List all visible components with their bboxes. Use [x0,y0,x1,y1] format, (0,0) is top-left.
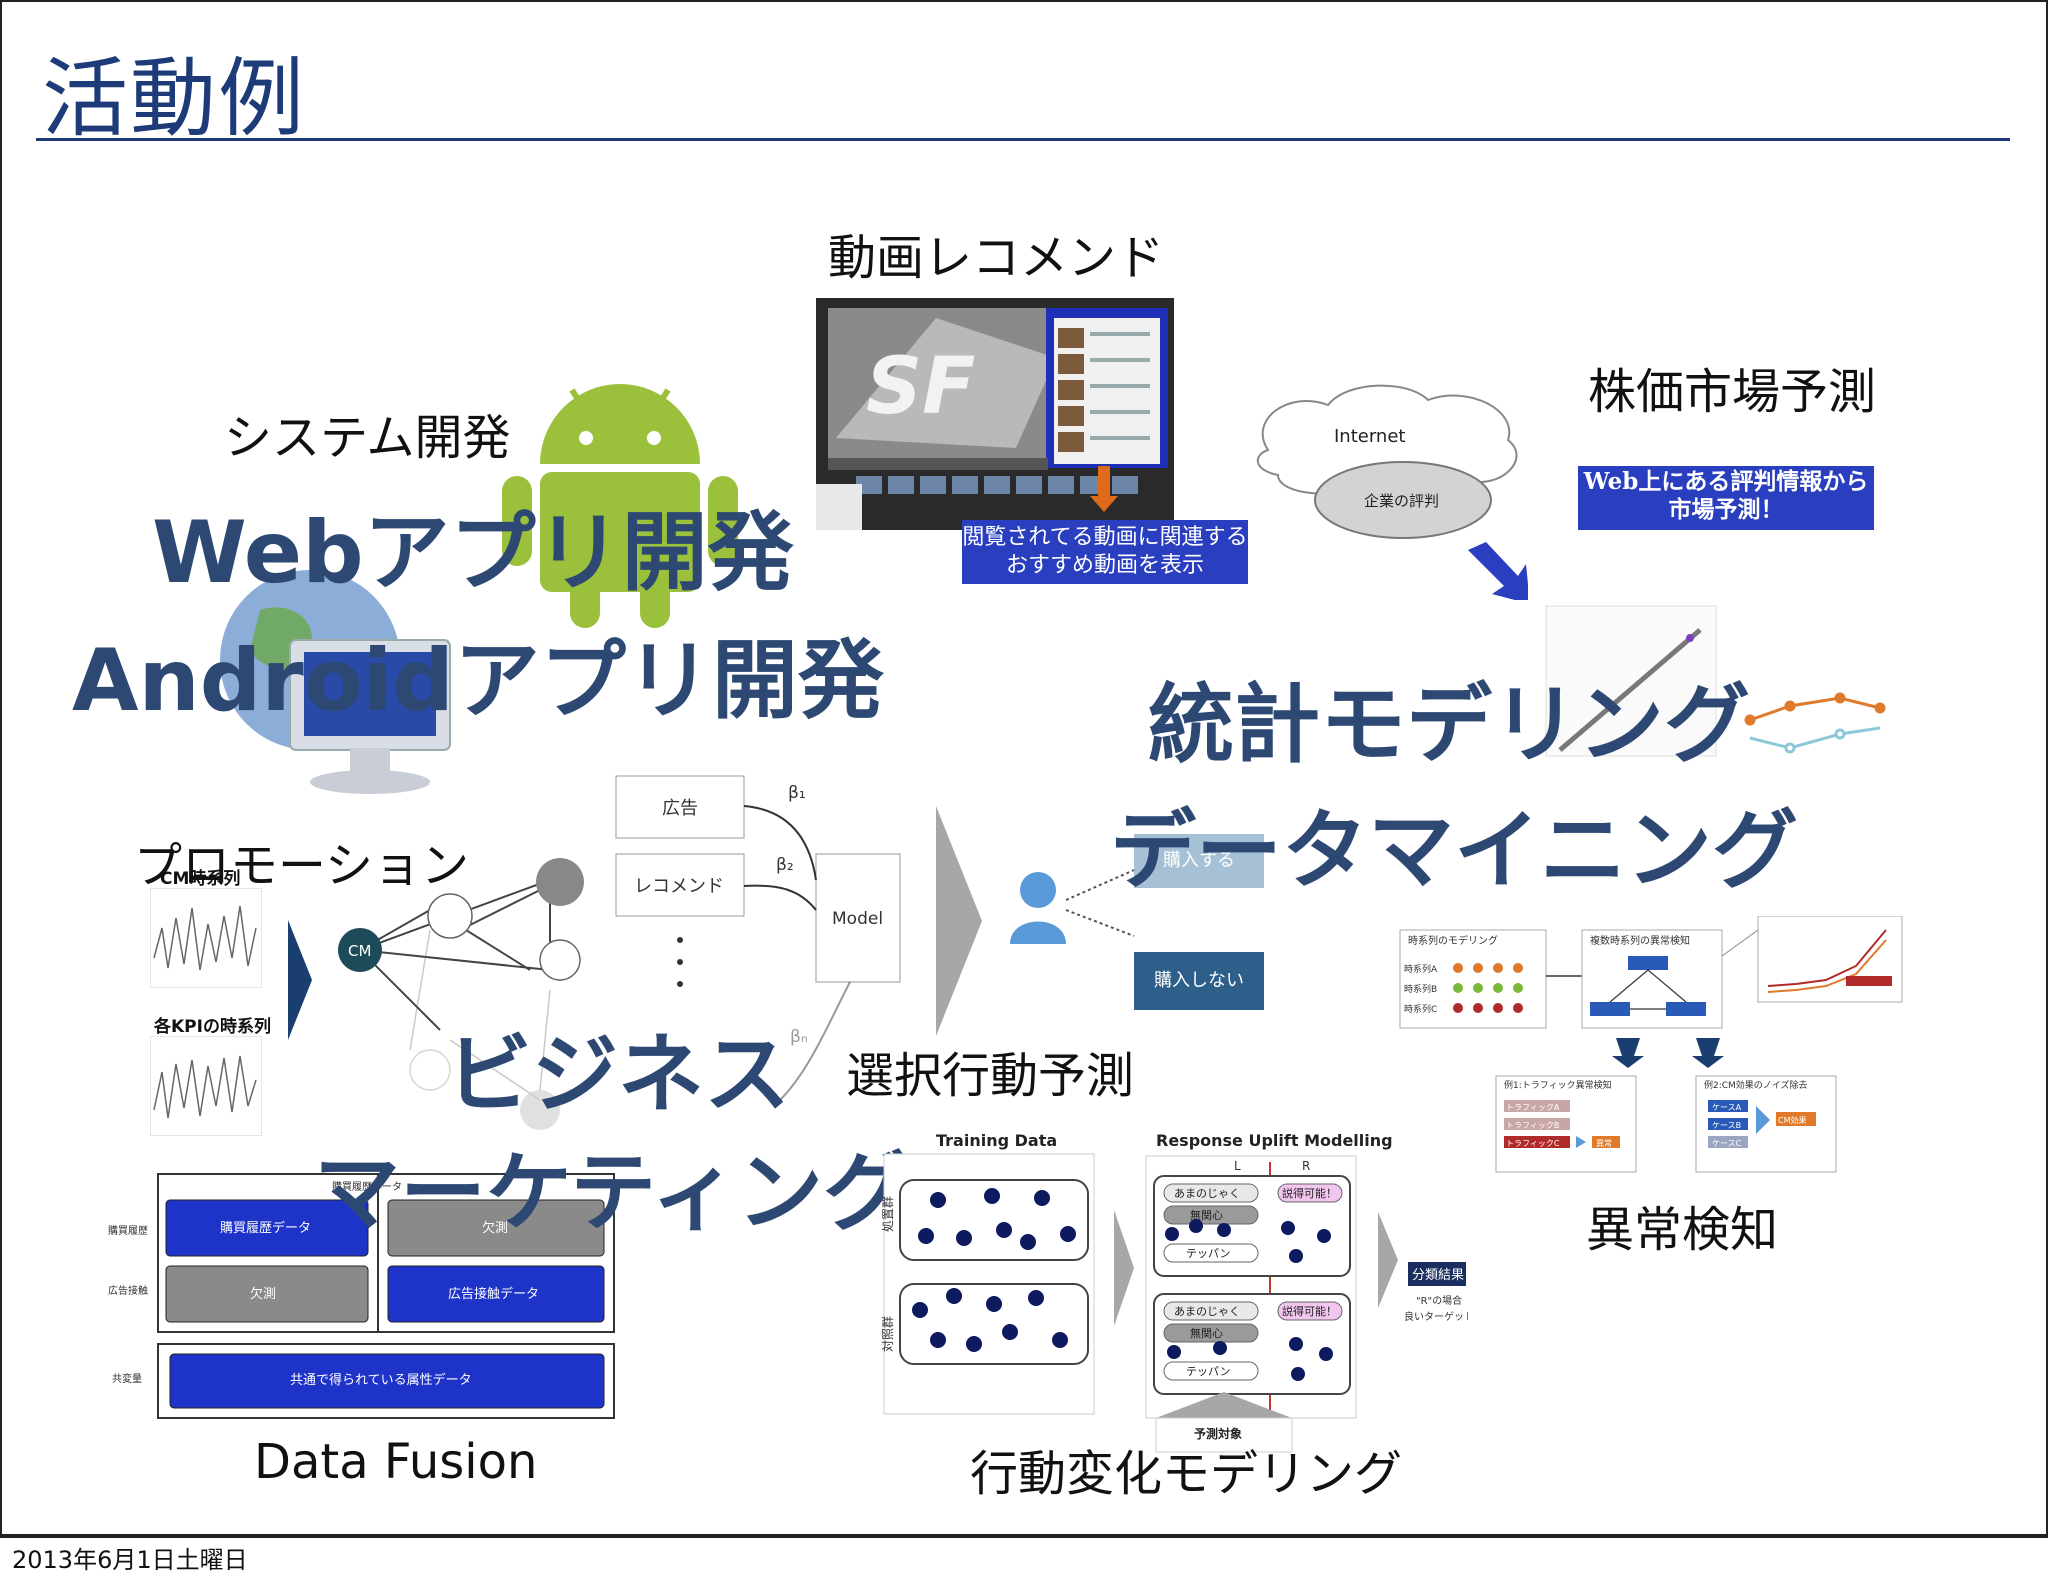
anomaly-case-b: ケースB [1712,1121,1741,1130]
stock-caption-box: Web上にある評判情報から 市場予測！ [1578,466,1874,530]
person-icon [1008,870,1068,946]
uplift-training-title: Training Data [936,1131,1057,1150]
anomaly-panel2-title: 複数時系列の異常検知 [1590,934,1690,947]
anomaly-cm-effect: CM効果 [1778,1115,1807,1125]
promotion-graph: CM 広告 レコメンド Model β₁ β₂ βₙ [330,770,910,1170]
stock-scatter-plot [1540,600,1890,770]
uplift-result-note1: "R"の場合 [1416,1294,1462,1307]
title-underline [36,138,2010,141]
anomaly-series-b: 時系列B [1404,983,1437,995]
ad-node-text: 広告 [662,798,698,819]
anomaly-traffic-c: トラフィックC [1506,1139,1560,1148]
fusion-missing-1: 欠測 [482,1220,508,1236]
slide-frame [0,0,2048,1536]
anomaly-ex1-title: 例1:トラフィック異常検知 [1504,1079,1612,1091]
stock-caption-line1: Web上にある評判情報から [1583,468,1869,495]
anomaly-traffic-a: トラフィックA [1506,1103,1560,1112]
uplift-persuadable-2: 説得可能！ [1282,1304,1337,1318]
uplift-indifferent-1: 無関心 [1190,1208,1223,1222]
video-thumb-text: SF [866,342,975,432]
fusion-ad-data: 広告接触データ [448,1286,539,1302]
uplift-col-l: L [1234,1159,1241,1173]
data-fusion-diagram: 購買履歴データ 購買履歴 広告接触 共変量 購買履歴データ 欠測 欠測 広告接触… [104,1170,624,1422]
beta2-text: β₂ [776,855,794,875]
slide-title: 活動例 [42,49,306,149]
cm-series-chart [150,888,262,988]
beta1-text: β₁ [788,783,806,803]
internet-text: Internet [1334,426,1405,447]
uplift-control-label: 対照群 [881,1316,895,1352]
anomaly-series-c: 時系列C [1404,1003,1437,1015]
fusion-row3-label: 共変量 [112,1372,142,1385]
fusion-header: 購買履歴データ [332,1180,402,1193]
video-caption-line2: おすすめ動画を表示 [1005,553,1204,578]
buy-box: 購入する [1134,834,1264,888]
anomaly-label: 異常検知 [1586,1202,1779,1258]
uplift-amanojaku-2: あまのじゃく [1174,1305,1240,1318]
marketing-heading: マーケティング [314,1143,910,1243]
fusion-row2-label: 広告接触 [108,1284,148,1297]
fusion-row1-label: 購買履歴 [108,1224,148,1237]
anomaly-case-a: ケースA [1712,1103,1742,1112]
cm-node-text: CM [348,942,371,960]
stock-label: 株価市場予測 [1588,364,1877,420]
cm-series-label: CM時系列 [160,869,241,889]
uplift-indifferent-2: 無関心 [1190,1326,1223,1340]
uplift-result-box: 分類結果 [1412,1268,1464,1283]
uplift-response-title: Response Uplift Modelling [1156,1131,1393,1150]
video-caption-box: 閲覧されてる動画に関連する おすすめ動画を表示 [962,520,1248,584]
anomaly-ex2-title: 例2:CM効果のノイズ除去 [1704,1079,1808,1091]
fusion-missing-2: 欠測 [250,1286,276,1302]
video-screenshot: SF [816,298,1174,530]
no-buy-box: 購入しない [1134,952,1264,1010]
big-arrow-icon [936,806,982,1036]
anomaly-tag: 異常 [1596,1139,1612,1148]
fusion-purchase-data: 購買履歴データ [220,1220,311,1236]
kpi-series-label: 各KPIの時系列 [154,1017,271,1037]
data-fusion-label: Data Fusion [254,1434,538,1490]
uplift-persuadable-1: 説得可能！ [1282,1186,1337,1200]
uplift-target-label: 予測対象 [1194,1426,1242,1441]
uplift-treat-label: 処置群 [881,1196,895,1232]
globe-monitor-icon [200,560,460,800]
video-reco-label: 動画レコメンド [828,230,1165,286]
android-icon [502,368,738,628]
business-heading: ビジネス [446,1025,790,1125]
timeseries-panel: CM時系列 各KPIの時系列 [140,860,320,1140]
uplift-result-note2: 良いターゲット [1404,1310,1468,1323]
androidapp-heading: Androidアプリ開発 [72,631,884,731]
anomaly-diagram: 時系列のモデリング 時系列A 時系列B 時系列C 複数時系列の異常検知 例1:ト… [1396,915,1916,1176]
uplift-label: 行動変化モデリング [970,1446,1403,1502]
stats-heading: 統計モデリング [1148,675,1750,775]
reco-node-text: レコメンド [634,876,724,897]
internet-diagram: Internet 企業の評判 [1248,380,1530,604]
stock-caption-line2: 市場予測！ [1668,496,1784,523]
slide-date: 2013年6月1日土曜日 [12,1546,248,1574]
footer-rule [0,1536,2048,1538]
system-label: システム開発 [224,410,511,466]
fusion-shared-data: 共通で得られている属性データ [290,1372,472,1388]
anomaly-series-a: 時系列A [1404,963,1438,975]
datamining-heading: データマイニング [1110,801,1798,901]
uplift-teppan-1: テッパン [1186,1247,1231,1260]
kpi-series-chart [150,1036,262,1136]
anomaly-panel1-title: 時系列のモデリング [1408,934,1498,947]
anomaly-case-c: ケースC [1712,1139,1742,1148]
choice-label: 選択行動予測 [846,1048,1135,1104]
model-node-text: Model [832,909,883,929]
reputation-text: 企業の評判 [1364,492,1439,510]
betan-text: βₙ [790,1027,808,1047]
uplift-diagram: Training Data Response Uplift Modelling … [878,1126,1474,1456]
promotion-label: プロモーション [134,838,470,894]
choice-arrows [1060,860,1140,940]
uplift-amanojaku-1: あまのじゃく [1174,1187,1240,1200]
webapp-heading: Webアプリ開発 [152,503,794,603]
video-caption-line1: 閲覧されてる動画に関連する [962,525,1248,550]
uplift-col-r: R [1302,1159,1310,1173]
uplift-teppan-2: テッパン [1186,1365,1231,1378]
arrow-chevron-icon [288,920,312,1040]
anomaly-traffic-b: トラフィックB [1506,1121,1559,1130]
